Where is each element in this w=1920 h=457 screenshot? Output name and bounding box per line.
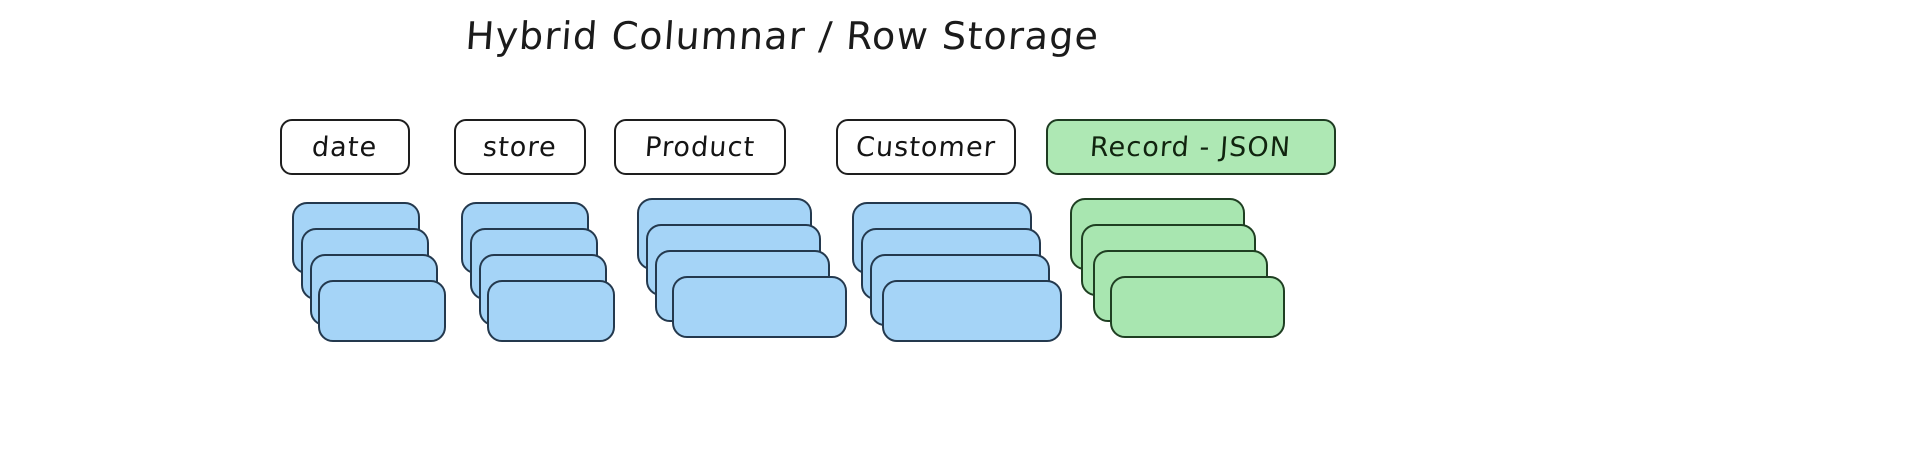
data-block-customer-4[interactable] xyxy=(882,280,1062,342)
column-label-customer[interactable]: Customer xyxy=(836,119,1016,175)
page-title: Hybrid Columnar / Row Storage xyxy=(464,14,1101,58)
data-block-date-4[interactable] xyxy=(318,280,446,342)
data-block-store-4[interactable] xyxy=(487,280,615,342)
data-block-record-json-4[interactable] xyxy=(1110,276,1285,338)
column-label-text: Record - JSON xyxy=(1089,131,1293,163)
column-label-record-json[interactable]: Record - JSON xyxy=(1046,119,1336,175)
column-label-date[interactable]: date xyxy=(280,119,410,175)
column-label-text: date xyxy=(311,131,379,163)
column-label-text: Customer xyxy=(854,131,998,163)
column-label-text: store xyxy=(482,131,558,163)
column-label-product[interactable]: Product xyxy=(614,119,786,175)
data-block-product-4[interactable] xyxy=(672,276,847,338)
column-label-text: Product xyxy=(643,131,757,163)
column-label-store[interactable]: store xyxy=(454,119,586,175)
